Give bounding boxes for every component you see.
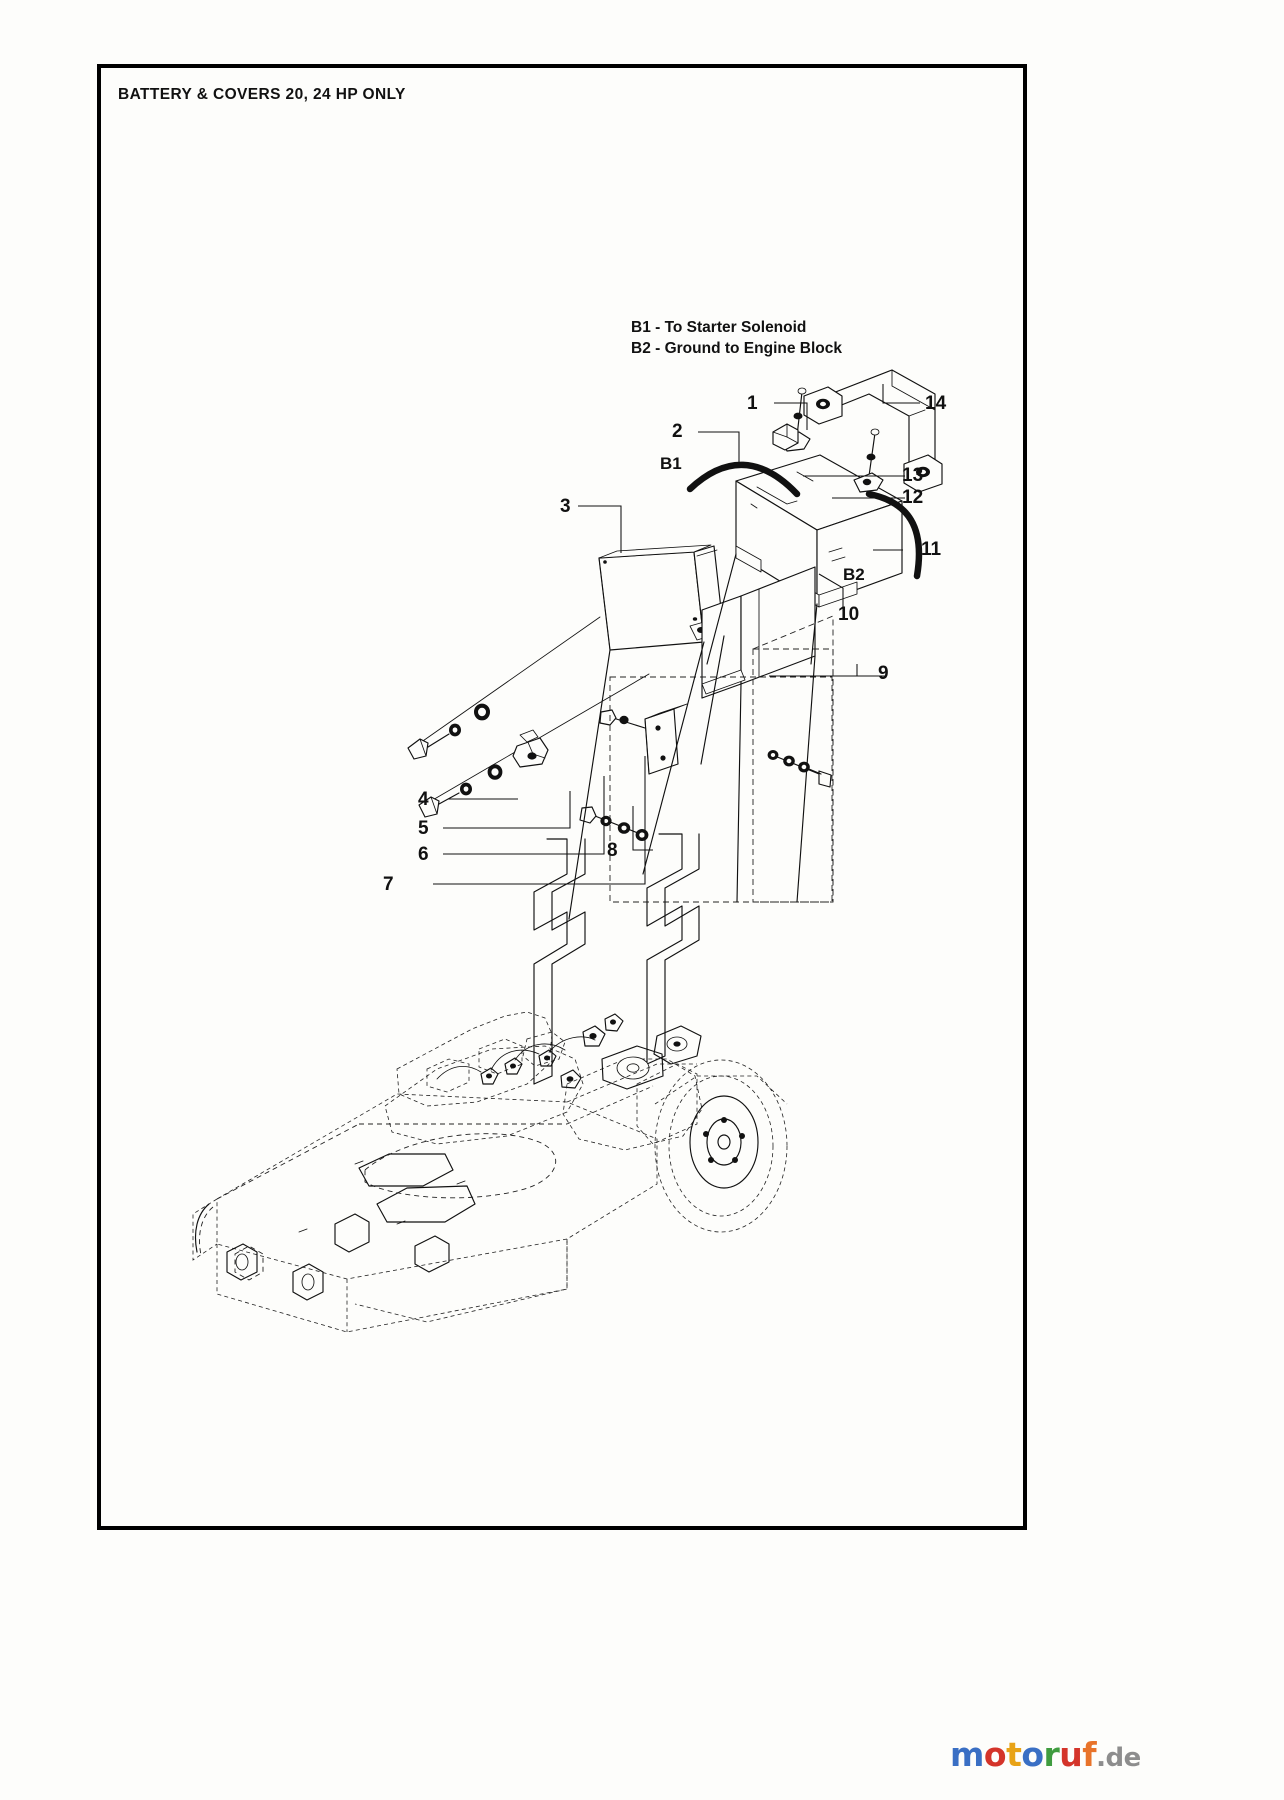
plate-border [97,64,1027,1530]
wire-legend: B1 - To Starter Solenoid B2 - Ground to … [631,318,842,360]
callout-8[interactable]: 8 [607,840,618,861]
callout-5[interactable]: 5 [418,818,429,839]
wire-legend-line-b2: B2 - Ground to Engine Block [631,339,842,357]
terminal-label-b2: B2 [843,565,865,584]
watermark-letter-m: m [950,1735,984,1774]
callout-2[interactable]: 2 [672,421,683,442]
terminal-label-b1: B1 [660,454,682,473]
watermark-letter-f: f [1082,1735,1097,1774]
page-title: BATTERY & COVERS 20, 24 HP ONLY [118,86,406,103]
watermark-tld: .de [1096,1743,1141,1773]
watermark-letter-t: t [1006,1735,1022,1774]
watermark-letter-r: r [1043,1735,1060,1774]
watermark-letter-u: u [1059,1735,1083,1774]
watermark-letter-o2: o [1021,1735,1044,1774]
callout-13[interactable]: 13 [902,465,924,486]
callout-6[interactable]: 6 [418,844,429,865]
callout-1[interactable]: 1 [747,393,758,414]
callout-3[interactable]: 3 [560,496,571,517]
callout-9[interactable]: 9 [878,663,889,684]
callout-14[interactable]: 14 [925,393,947,414]
motoruf-watermark: motoruf.de [950,1735,1141,1774]
callout-10[interactable]: 10 [838,604,860,625]
wire-legend-line-b1: B1 - To Starter Solenoid [631,319,807,336]
watermark-letter-o1: o [983,1735,1007,1774]
callout-4[interactable]: 4 [418,789,429,810]
callout-12[interactable]: 12 [902,487,924,508]
callout-11[interactable]: 11 [921,539,942,560]
callout-7[interactable]: 7 [383,874,394,895]
